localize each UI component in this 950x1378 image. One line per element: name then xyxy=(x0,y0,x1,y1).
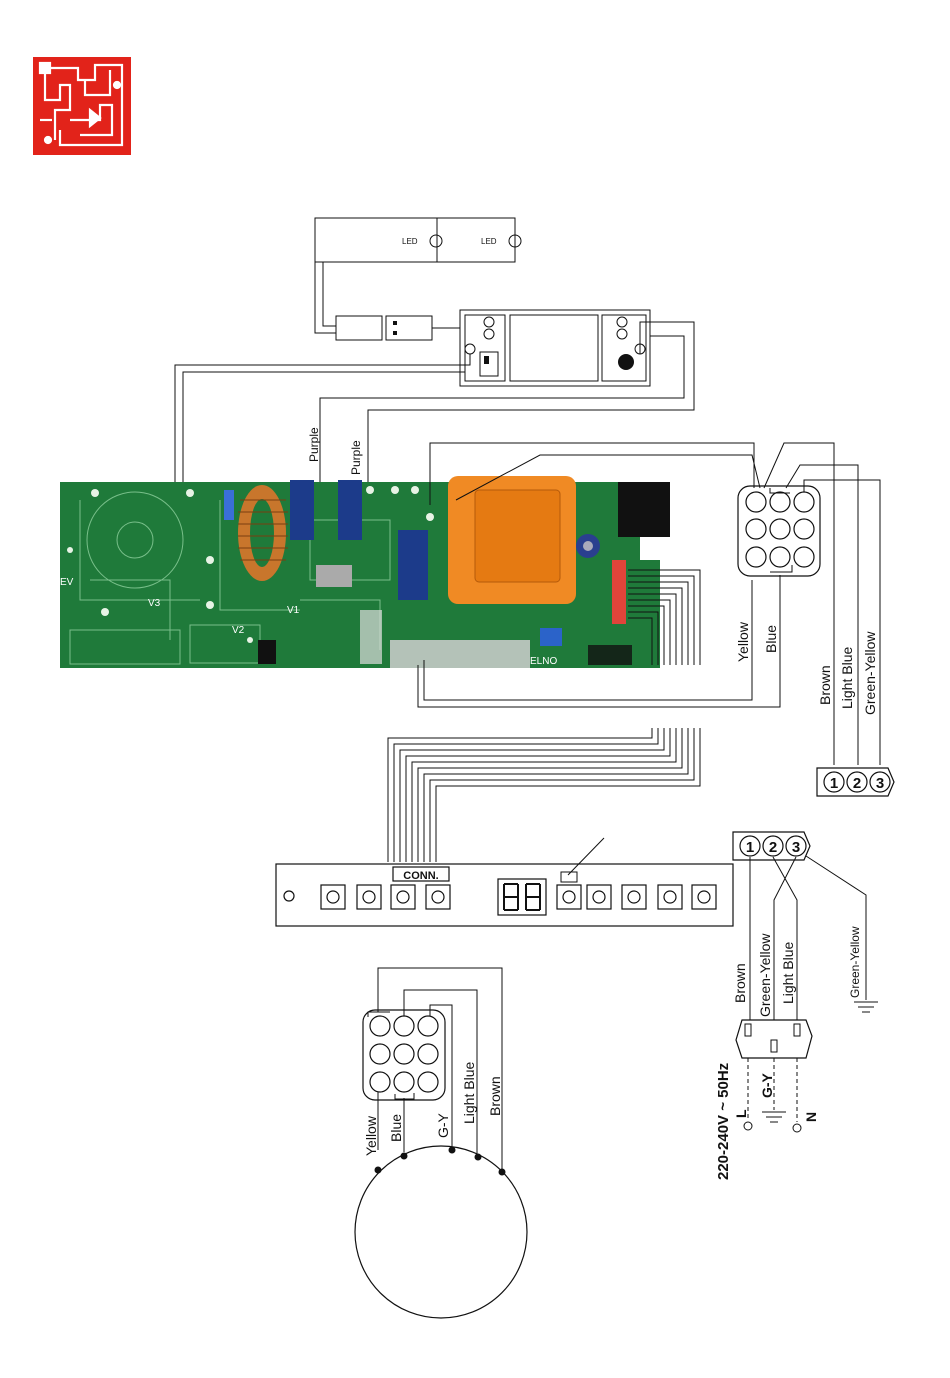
led-icon xyxy=(430,235,442,247)
transformer xyxy=(448,476,576,604)
nine-pin-connector-motor xyxy=(363,1010,445,1100)
ribbon-cable xyxy=(388,728,700,875)
led-label-2: LED xyxy=(481,237,497,246)
terminal-number: 1 xyxy=(830,775,838,792)
line-label: L xyxy=(733,1109,749,1118)
terminal-number: 3 xyxy=(792,839,800,856)
black-relay xyxy=(618,482,670,537)
power-wire-green-yellow: Green-Yellow xyxy=(757,933,773,1017)
motor-wire-light-blue: Light Blue xyxy=(461,1062,477,1124)
motor-wire-gy: G-Y xyxy=(435,1112,451,1138)
control-panel: CONN. 8 xyxy=(276,864,733,926)
purple-wire-label: Purple xyxy=(307,427,321,462)
ground-symbol-icon xyxy=(854,1002,878,1012)
wire-label-brown: Brown xyxy=(817,665,833,705)
terminal-number: 1 xyxy=(746,839,754,856)
wire-label-light-blue: Light Blue xyxy=(839,647,855,709)
seven-segment-display: 8 xyxy=(498,879,546,917)
terminal-number: 3 xyxy=(876,775,884,792)
logo xyxy=(33,57,131,155)
led-loop: LED LED xyxy=(315,218,521,340)
gy-label: G-Y xyxy=(759,1072,775,1098)
wire-label-green-yellow: Green-Yellow xyxy=(862,631,878,715)
mains-plug xyxy=(736,1020,812,1058)
terminal-number: 2 xyxy=(853,775,861,792)
motor xyxy=(355,1146,527,1318)
wire-label-blue: Blue xyxy=(763,625,779,653)
supply-voltage-label: 220-240V ~ 50Hz xyxy=(715,1063,732,1180)
terminal-block-top: 1 2 3 xyxy=(817,768,894,796)
motor-wire-blue: Blue xyxy=(388,1114,404,1142)
led-driver-module xyxy=(460,310,650,386)
pcb-v-label: V2 xyxy=(232,625,245,636)
purple-wire-label: Purple xyxy=(349,440,363,475)
power-wire-brown: Brown xyxy=(732,963,748,1003)
motor-wire-brown: Brown xyxy=(487,1076,503,1116)
control-pcb: EV V1 V2 V3 ELNO xyxy=(60,476,670,668)
led-label-1: LED xyxy=(402,237,418,246)
panel-conn-label: CONN. xyxy=(403,870,438,882)
motor-wire-yellow: Yellow xyxy=(363,1115,379,1156)
led-connector-male xyxy=(336,316,382,340)
ground-symbol-icon xyxy=(762,1112,786,1122)
terminal-number: 2 xyxy=(769,839,777,856)
led-connector-female xyxy=(386,316,432,340)
pcb-ev-label: EV xyxy=(60,577,74,588)
ground-wire-label: Green-Yellow xyxy=(848,926,862,998)
pcb-elno-label: ELNO xyxy=(530,656,557,667)
pcb-v-label: V1 xyxy=(287,605,300,616)
nine-pin-connector-right xyxy=(738,486,820,576)
power-wire-light-blue: Light Blue xyxy=(780,942,796,1004)
neutral-label: N xyxy=(803,1112,819,1122)
wire-label-yellow: Yellow xyxy=(735,621,751,662)
pcb-v-label: V3 xyxy=(148,598,161,609)
terminal-block-bottom: 1 2 3 xyxy=(733,832,810,860)
